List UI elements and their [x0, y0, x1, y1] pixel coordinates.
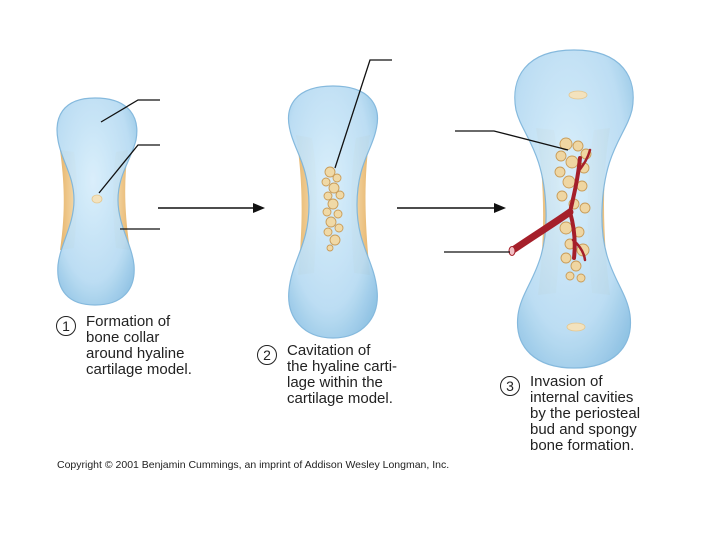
step-2-line: Cavitation of: [287, 342, 371, 359]
step-1-line: Formation of: [86, 313, 171, 330]
step-1-line: cartilage model.: [86, 361, 192, 378]
stage-2-hyaline-cartilage: [288, 85, 378, 339]
stage-3-leader-lines: [444, 130, 569, 253]
copyright-notice: Copyright © 2001 Benjamin Cummings, an i…: [57, 459, 450, 471]
step-3-number: 3: [500, 376, 520, 396]
stage-3-secondary-centers: [566, 90, 588, 332]
process-arrow-2: [397, 203, 506, 213]
stage-2-bone: [288, 85, 378, 339]
step-2-line: lage within the: [287, 374, 383, 391]
step-3-line: bone formation.: [530, 437, 635, 454]
stage-1-primary-center: [91, 194, 103, 204]
step-1-number: 1: [56, 316, 76, 336]
stage-1-bone: [56, 97, 138, 306]
step-2-line: the hyaline carti-: [287, 358, 398, 375]
step-1-line: around hyaline: [86, 345, 185, 362]
stage-3-bone: [508, 49, 634, 369]
stage-2-cavity-clusters: [321, 166, 345, 252]
step-3-line: Invasion of: [530, 373, 603, 390]
stage-3-periosteal-bud: [509, 148, 592, 262]
process-arrow-1: [158, 203, 265, 213]
step-3-line: bud and spongy: [530, 421, 637, 438]
step-3-line: internal cavities: [530, 389, 634, 406]
step-3-text: Invasion of internal cavities by the per…: [530, 374, 640, 454]
stage-1-leader-lines: [98, 99, 160, 230]
stage-2-leader-line: [334, 59, 392, 169]
step-1-text: Formation of bone collar around hyaline …: [86, 314, 192, 378]
step-1-line: bone collar: [86, 329, 160, 346]
stage-3-bud-opening: [508, 246, 516, 256]
step-3-line: by the periosteal: [530, 405, 641, 422]
step-2-number: 2: [257, 345, 277, 365]
step-2-line: cartilage model.: [287, 390, 393, 407]
step-2-text: Cavitation of the hyaline carti- lage wi…: [287, 343, 397, 407]
